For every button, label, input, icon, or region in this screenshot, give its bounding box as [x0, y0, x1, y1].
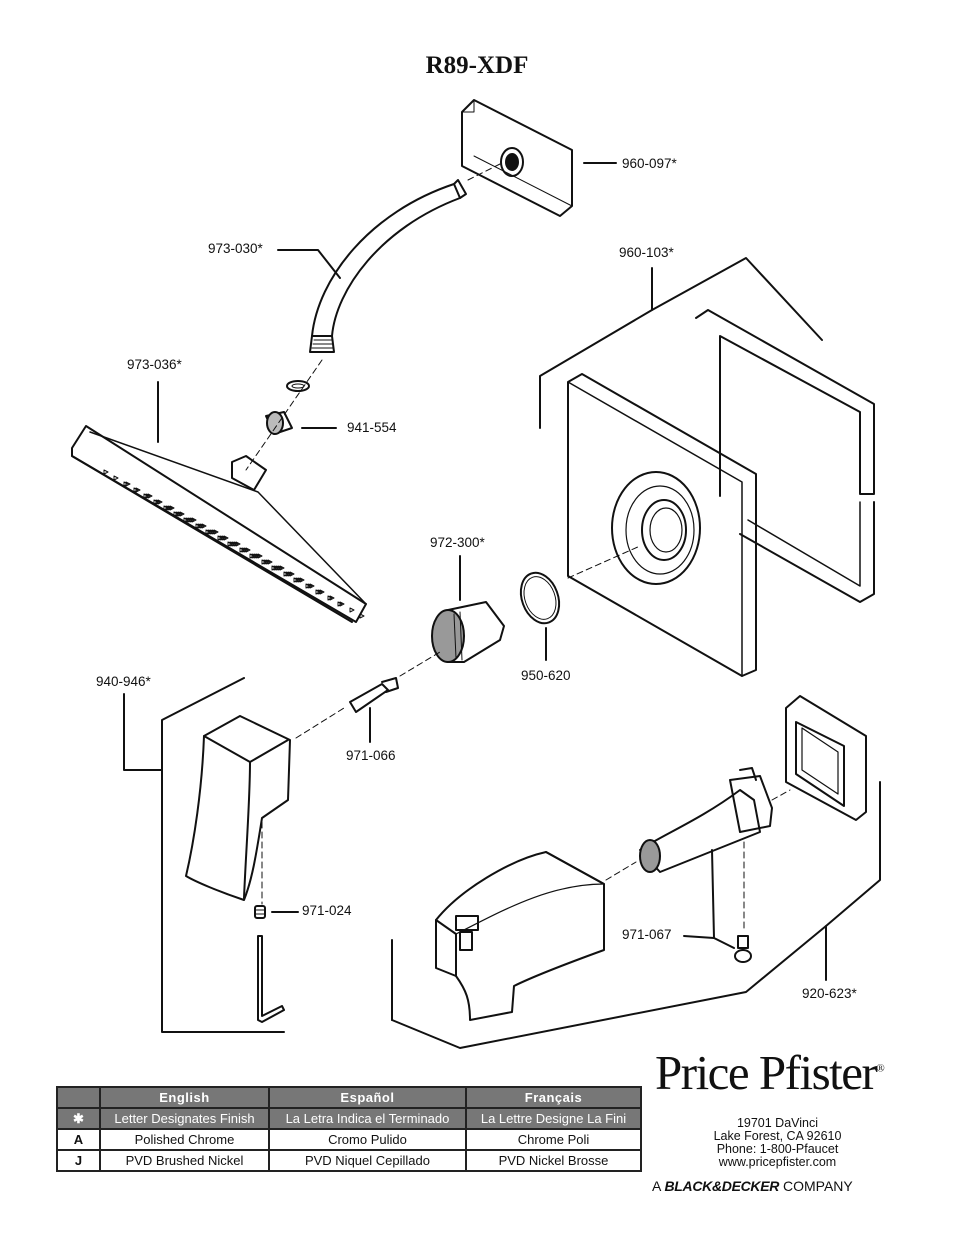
nozzle-mark [201, 523, 207, 529]
nozzle-mark [289, 571, 295, 577]
nozzle-mark [157, 499, 163, 505]
trademark-symbol: ® [876, 1062, 884, 1075]
hex-key [257, 935, 285, 1023]
spout-screw [734, 935, 752, 963]
part-label-971-024: 971-024 [302, 903, 352, 918]
nozzle-mark [257, 553, 263, 559]
nozzle-mark [113, 475, 119, 481]
parent-prefix: A [652, 1178, 661, 1194]
cell-fr: Chrome Poli [464, 1128, 643, 1151]
handle [185, 715, 291, 901]
company-address: 19701 DaVinci Lake Forest, CA 92610 Phon… [690, 1117, 865, 1169]
cell-en: PVD Brushed Nickel [99, 1149, 270, 1172]
part-label-971-066: 971-066 [346, 748, 396, 763]
shower-arm [309, 179, 467, 353]
page-title: R89-XDF [425, 52, 529, 79]
part-label-973-036: 973-036* [127, 357, 182, 372]
leader-960-103-b [651, 257, 823, 341]
part-label-973-030: 973-030* [208, 241, 263, 256]
nozzle-mark [309, 583, 315, 589]
shower-head [71, 425, 367, 623]
leader-973-030 [277, 249, 341, 279]
spout-escutcheon [785, 695, 867, 821]
part-label-940-946: 940-946* [96, 674, 151, 689]
shower-arm-flange [461, 99, 573, 217]
header-francais: Français [464, 1086, 643, 1109]
leader-960-103-a [539, 267, 653, 429]
part-label-971-067: 971-067 [622, 927, 672, 942]
header-english: English [99, 1086, 270, 1109]
nozzle-mark [299, 577, 305, 583]
nozzle-mark [359, 613, 365, 619]
stem-extension [349, 677, 399, 713]
flow-restrictor [265, 411, 293, 435]
asterisk-icon: ✱ [56, 1107, 101, 1130]
part-label-960-097: 960-097* [622, 156, 677, 171]
nozzle-mark [125, 481, 131, 487]
black-decker-logo: BLACK&DECKER [664, 1178, 780, 1194]
table-row: A Polished Chrome Cromo Pulido Chrome Po… [56, 1128, 643, 1151]
leader-920-623 [391, 781, 881, 1049]
o-ring [519, 571, 561, 625]
address-phone: Phone: 1-800-Pfaucet [716, 1142, 839, 1156]
cell-es: La Letra Indica el Terminado [267, 1107, 467, 1130]
parent-suffix: COMPANY [782, 1178, 853, 1194]
cell-code: J [56, 1149, 101, 1172]
parent-company-line: A BLACK&DECKER COMPANY [652, 1178, 853, 1194]
washer [286, 380, 310, 392]
nozzle-mark [213, 529, 219, 535]
adapter-sleeve [431, 601, 505, 663]
leader-971-067-a [683, 935, 735, 949]
nozzle-mark [191, 517, 197, 523]
gasket [695, 309, 875, 603]
header-blank-cell [56, 1086, 101, 1109]
table-row: J PVD Brushed Nickel PVD Niquel Cepillad… [56, 1149, 643, 1172]
cell-es: Cromo Pulido [267, 1128, 467, 1151]
part-label-920-623: 920-623* [802, 986, 857, 1001]
finish-table: English Español Français ✱ Letter Design… [56, 1086, 643, 1172]
part-label-950-620: 950-620 [521, 668, 571, 683]
header-espanol: Español [267, 1086, 467, 1109]
nozzle-mark [179, 511, 185, 517]
nozzle-mark [169, 505, 175, 511]
nozzle-mark [135, 487, 141, 493]
address-street: 19701 DaVinci [736, 1116, 819, 1130]
part-label-972-300: 972-300* [430, 535, 485, 550]
nozzle-mark [147, 493, 153, 499]
finish-table-header: English Español Français [56, 1086, 643, 1109]
cell-fr: PVD Nickel Brosse [464, 1149, 643, 1172]
cell-code: A [56, 1128, 101, 1151]
cell-en: Letter Designates Finish [99, 1107, 270, 1130]
set-screw [254, 905, 266, 919]
nozzle-mark [279, 565, 285, 571]
trim-plate [567, 373, 757, 677]
nozzle-mark [319, 589, 325, 595]
brand-name: Price Pfister [655, 1045, 878, 1100]
part-label-941-554: 941-554 [347, 420, 397, 435]
nozzle-mark [103, 469, 109, 475]
nozzle-mark [339, 601, 345, 607]
address-city: Lake Forest, CA 92610 [713, 1129, 842, 1143]
brand-logo: Price Pfister® [655, 1044, 885, 1101]
nozzle-mark [349, 607, 355, 613]
tub-spout [435, 851, 605, 1021]
cell-es: PVD Niquel Cepillado [267, 1149, 467, 1172]
nozzle-mark [223, 535, 229, 541]
table-row: ✱ Letter Designates Finish La Letra Indi… [56, 1107, 643, 1130]
address-website: www.pricepfister.com [718, 1155, 837, 1169]
leader-971-067-b [711, 849, 715, 939]
part-label-960-103: 960-103* [619, 245, 674, 260]
nozzle-mark [267, 559, 273, 565]
cell-en: Polished Chrome [99, 1128, 270, 1151]
spout-adapter [639, 767, 773, 873]
nozzle-mark [329, 595, 335, 601]
nozzle-mark [245, 547, 251, 553]
cell-fr: La Lettre Designe La Fini [464, 1107, 643, 1130]
nozzle-mark [235, 541, 241, 547]
